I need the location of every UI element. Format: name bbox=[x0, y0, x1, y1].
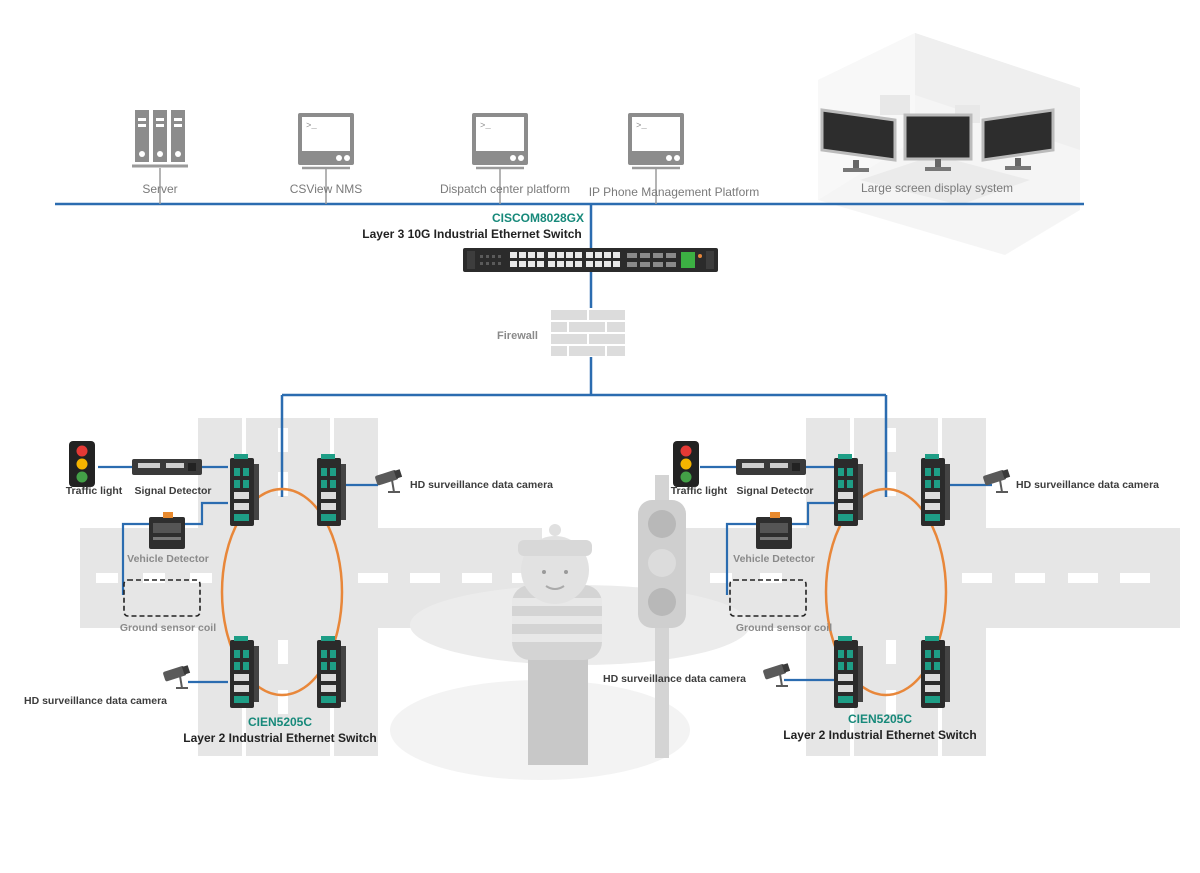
right-switch-top-right-icon bbox=[921, 454, 950, 526]
large-screen-label: Large screen display system bbox=[861, 181, 1013, 195]
distribution-links bbox=[280, 357, 888, 497]
ipphone-terminal-icon bbox=[628, 113, 684, 204]
monitor-2-icon bbox=[903, 113, 973, 171]
server-icon bbox=[132, 110, 188, 204]
firewall-label: Firewall bbox=[497, 330, 538, 342]
display-monitors bbox=[820, 108, 1055, 172]
right-switch-desc: Layer 2 Industrial Ethernet Switch bbox=[783, 728, 976, 742]
ipphone-prompt: >_ bbox=[636, 121, 647, 131]
monitor-3-icon bbox=[981, 108, 1055, 170]
left-switch-top-right-icon bbox=[317, 454, 346, 526]
left-camera-top-label: HD surveillance data camera bbox=[410, 479, 553, 491]
right-ring-network bbox=[824, 487, 948, 697]
right-switch-top-left-icon bbox=[834, 454, 863, 526]
ipphone-label: IP Phone Management Platform bbox=[589, 185, 760, 199]
right-ground-sensor-coil-label: Ground sensor coil bbox=[736, 622, 832, 634]
center-camera-label: HD surveillance data camera bbox=[603, 673, 746, 685]
left-switch-bottom-left-icon bbox=[230, 636, 259, 708]
center-traffic-signal-post bbox=[638, 475, 686, 758]
left-ring-network bbox=[220, 487, 344, 697]
left-traffic-light-icon bbox=[69, 441, 95, 487]
right-links bbox=[700, 465, 992, 682]
left-switch-desc: Layer 2 Industrial Ethernet Switch bbox=[183, 731, 376, 745]
right-ground-sensor-coil-icon bbox=[729, 579, 807, 617]
left-ground-sensor-coil-label: Ground sensor coil bbox=[120, 622, 216, 634]
right-traffic-light-icon bbox=[673, 441, 699, 487]
right-switch-bottom-right-icon bbox=[921, 636, 950, 708]
left-links bbox=[98, 465, 378, 684]
left-traffic-light-label: Traffic light bbox=[66, 485, 123, 497]
right-switch-model: CIEN5205C bbox=[848, 712, 912, 726]
firewall-icon bbox=[549, 308, 627, 358]
core-switch-icon bbox=[463, 248, 718, 272]
right-camera-bottom-icon bbox=[761, 662, 792, 687]
left-switch-bottom-right-icon bbox=[317, 636, 346, 708]
dispatch-terminal-icon bbox=[472, 113, 528, 204]
left-vehicle-detector-icon bbox=[149, 512, 185, 549]
dispatch-label: Dispatch center platform bbox=[440, 182, 570, 196]
right-camera-top-icon bbox=[981, 468, 1012, 493]
nms-label: CSView NMS bbox=[290, 182, 362, 196]
right-vehicle-detector-icon bbox=[756, 512, 792, 549]
core-switch-desc: Layer 3 10G Industrial Ethernet Switch bbox=[362, 227, 581, 241]
monitor-1-icon bbox=[820, 108, 897, 172]
left-camera-bottom-icon bbox=[161, 664, 192, 689]
dispatch-prompt: >_ bbox=[480, 121, 491, 131]
left-ground-sensor-coil-icon bbox=[123, 579, 201, 617]
server-label: Server bbox=[142, 182, 177, 196]
nms-terminal-icon bbox=[298, 113, 354, 204]
right-signal-detector-label: Signal Detector bbox=[736, 485, 813, 497]
nms-prompt: >_ bbox=[306, 121, 317, 131]
left-camera-bottom-label: HD surveillance data camera bbox=[24, 695, 167, 707]
right-vehicle-detector-label: Vehicle Detector bbox=[733, 553, 815, 565]
left-switch-model: CIEN5205C bbox=[248, 715, 312, 729]
left-signal-detector-icon bbox=[132, 459, 202, 475]
right-camera-top-label: HD surveillance data camera bbox=[1016, 479, 1159, 491]
left-switch-top-left-icon bbox=[230, 454, 259, 526]
right-traffic-light-label: Traffic light bbox=[671, 485, 728, 497]
right-switch-bottom-left-icon bbox=[834, 636, 863, 708]
left-signal-detector-label: Signal Detector bbox=[134, 485, 211, 497]
left-camera-top-icon bbox=[373, 468, 404, 493]
right-signal-detector-icon bbox=[736, 459, 806, 475]
core-switch-model: CISCOM8028GX bbox=[492, 211, 584, 225]
left-vehicle-detector-label: Vehicle Detector bbox=[127, 553, 209, 565]
